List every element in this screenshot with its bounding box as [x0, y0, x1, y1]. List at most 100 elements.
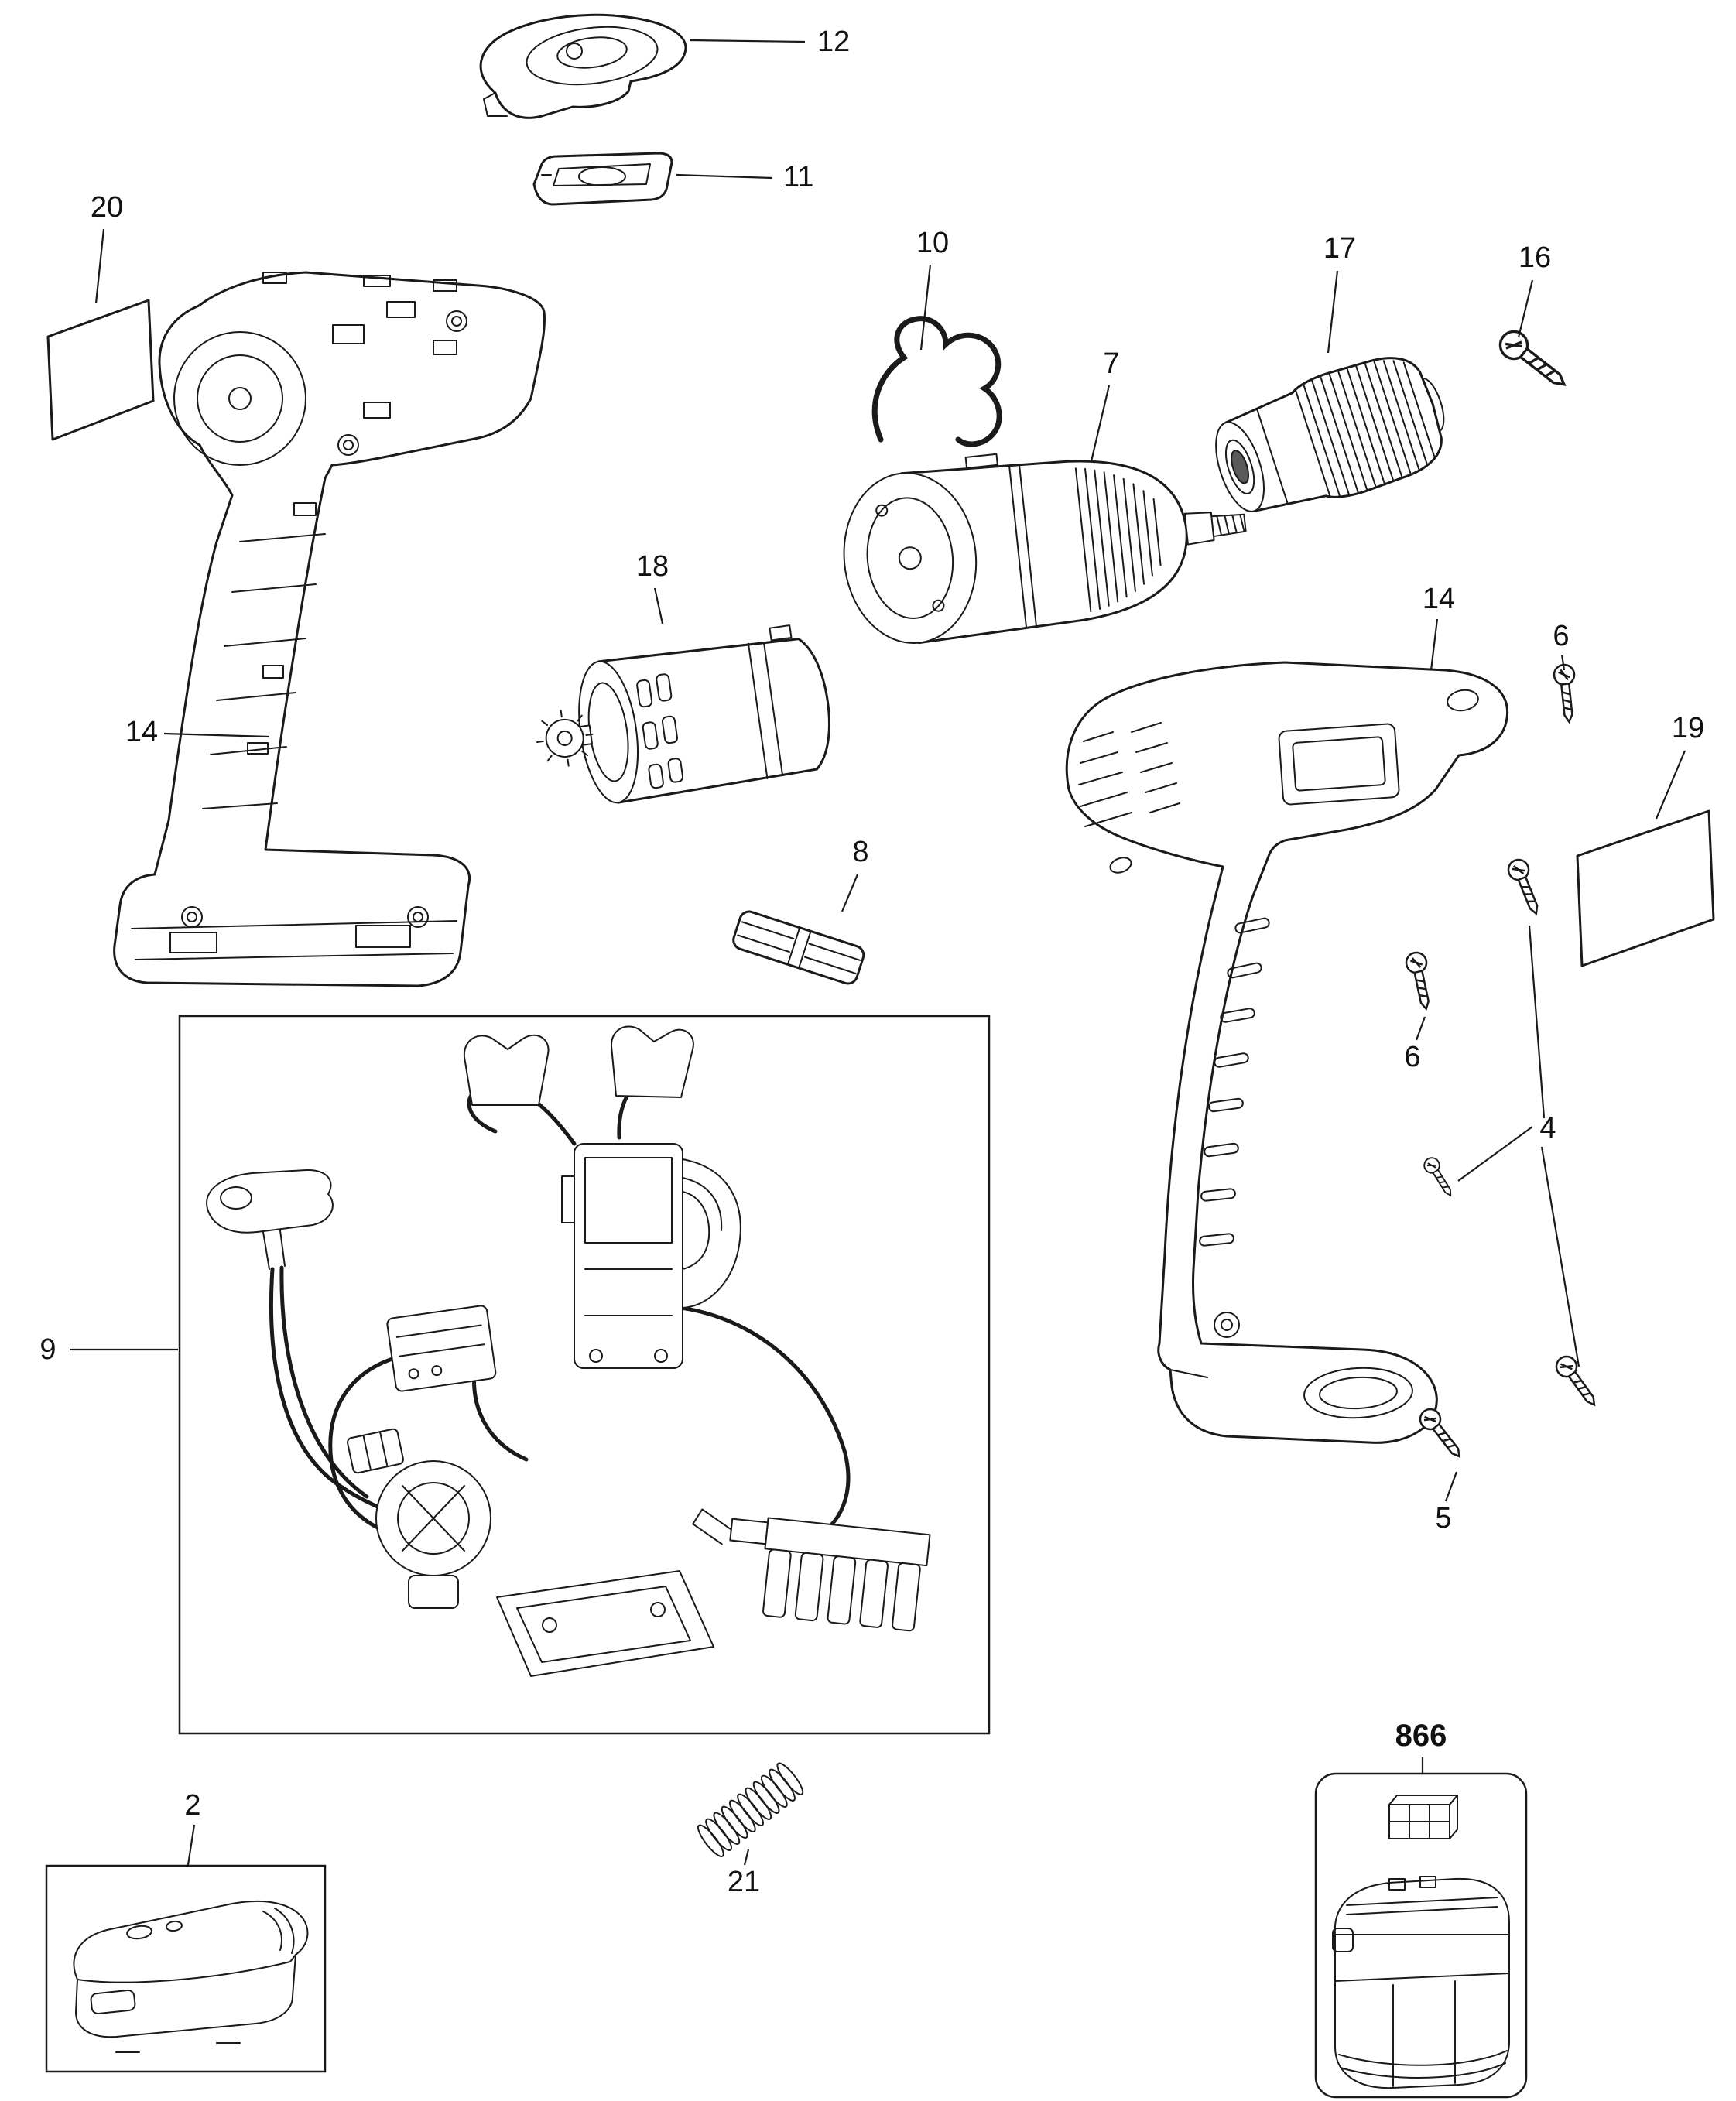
callout-7: 7 [1103, 347, 1119, 380]
leader-line-14-right [1430, 618, 1439, 671]
leader-line-21 [743, 1849, 750, 1866]
bit-facet-4 [803, 956, 857, 974]
charger-led-1 [126, 1925, 152, 1940]
part-8-bit [732, 910, 865, 985]
right-housing-base-oval [1303, 1367, 1413, 1419]
bit-facet-2 [737, 934, 790, 953]
motor-boss-center [228, 387, 252, 410]
screw-6-lower [1403, 950, 1437, 1012]
callout-14-right: 14 [1423, 583, 1455, 615]
switch-terminal-1 [589, 1349, 603, 1363]
leader-line-18 [653, 587, 664, 624]
callout-14-left: 14 [125, 716, 158, 748]
gearbox-rear-center [898, 546, 922, 570]
callout-2: 2 [184, 1789, 200, 1822]
sticker-19-outline [1576, 809, 1715, 967]
battery-release-tab [1332, 1928, 1354, 1952]
leader-line-8 [841, 874, 859, 912]
right-housing-grip-ribs [1199, 917, 1270, 1247]
callout-5: 5 [1435, 1502, 1451, 1535]
right-housing-base-boss-inner [1221, 1319, 1233, 1331]
terminal-comb [692, 1508, 931, 1632]
fr-button-stem-2 [279, 1230, 286, 1267]
chuck-body [1224, 357, 1443, 512]
leader-line-4-b [1457, 1126, 1533, 1182]
battery-terminal-2 [1419, 1876, 1436, 1888]
leader-line-5 [1444, 1471, 1458, 1502]
leader-line-6-upper [1560, 654, 1566, 671]
callout-9: 9 [39, 1333, 56, 1366]
fr-button-dome [220, 1186, 252, 1210]
chuck-rear-cap [1423, 378, 1445, 431]
base-plate [496, 1570, 714, 1677]
left-housing-edge-notches [131, 272, 457, 960]
callout-11: 11 [783, 161, 813, 193]
gearbox-rear-inner [866, 497, 954, 619]
charger-body-top [73, 1900, 309, 1983]
callout-21: 21 [728, 1866, 760, 1898]
battery-connector [1388, 1795, 1458, 1839]
motor-boss-inner [197, 354, 283, 443]
battery-rail-2 [1346, 1906, 1498, 1915]
base-plate-hole-2 [650, 1602, 666, 1617]
wire-clip-path [871, 316, 1002, 447]
part-9-switch-assembly [178, 1015, 991, 1735]
switch-assembly-box [178, 1015, 991, 1735]
leader-line-7 [1090, 385, 1111, 462]
leader-line-6-lower [1415, 1016, 1426, 1041]
left-housing-outline [113, 271, 546, 987]
callout-6-lower: 6 [1404, 1041, 1420, 1073]
trigger-curve [682, 1177, 723, 1231]
screw-4-mid [1420, 1154, 1458, 1200]
part-14-left-housing [113, 271, 546, 987]
part-2-charger [45, 1864, 327, 2073]
callout-8: 8 [852, 836, 868, 868]
gearbox-top-tab [964, 453, 998, 469]
charger-box [45, 1864, 327, 2073]
callout-866: 866 [1395, 1719, 1447, 1753]
plate-oval [578, 166, 626, 186]
part-11-plate [532, 152, 673, 206]
right-housing-base-oval-inner [1319, 1376, 1398, 1410]
right-housing-nose-vents [1078, 722, 1180, 827]
callout-18: 18 [636, 550, 669, 583]
bit-joint-1 [787, 927, 800, 965]
top-cap-tab [483, 92, 508, 117]
callout-4: 4 [1539, 1112, 1556, 1145]
top-cap-outline [479, 13, 687, 119]
battery-box [1314, 1772, 1528, 2099]
screw-16 [1493, 324, 1574, 397]
left-housing-ribs [202, 533, 326, 809]
part-18-motor [536, 624, 830, 804]
motor-band-1 [747, 642, 769, 780]
round-mount-cross-2 [402, 1485, 465, 1552]
leader-line-11 [676, 173, 773, 180]
charger-led-2 [166, 1920, 183, 1932]
part-21-spring [697, 1762, 804, 1857]
trigger [682, 1158, 741, 1309]
leader-line-10 [919, 264, 932, 351]
bit-joint-2 [798, 931, 812, 968]
battery-body [1334, 1934, 1510, 2089]
small-connector [347, 1428, 404, 1474]
bit-facet-1 [741, 921, 795, 940]
leader-line-17 [1327, 270, 1339, 354]
callout-6-upper: 6 [1553, 620, 1569, 652]
base-plate-inner [516, 1586, 691, 1663]
round-mount-tab [408, 1575, 459, 1609]
battery-band [1334, 1973, 1510, 1982]
spring-coils [697, 1762, 804, 1857]
leader-line-2 [187, 1824, 196, 1866]
motor-pinion-bore [556, 730, 573, 746]
top-cap-hole [566, 43, 583, 60]
bit-facet-3 [808, 943, 861, 961]
sticker-20-outline [46, 299, 155, 441]
callout-19: 19 [1672, 712, 1704, 744]
switch-body [574, 1143, 683, 1369]
part-12-top-cap [479, 13, 687, 119]
pinion-teeth [536, 710, 594, 767]
gearbox-bolt-2 [932, 599, 945, 612]
switch-terminal-2 [654, 1349, 668, 1363]
